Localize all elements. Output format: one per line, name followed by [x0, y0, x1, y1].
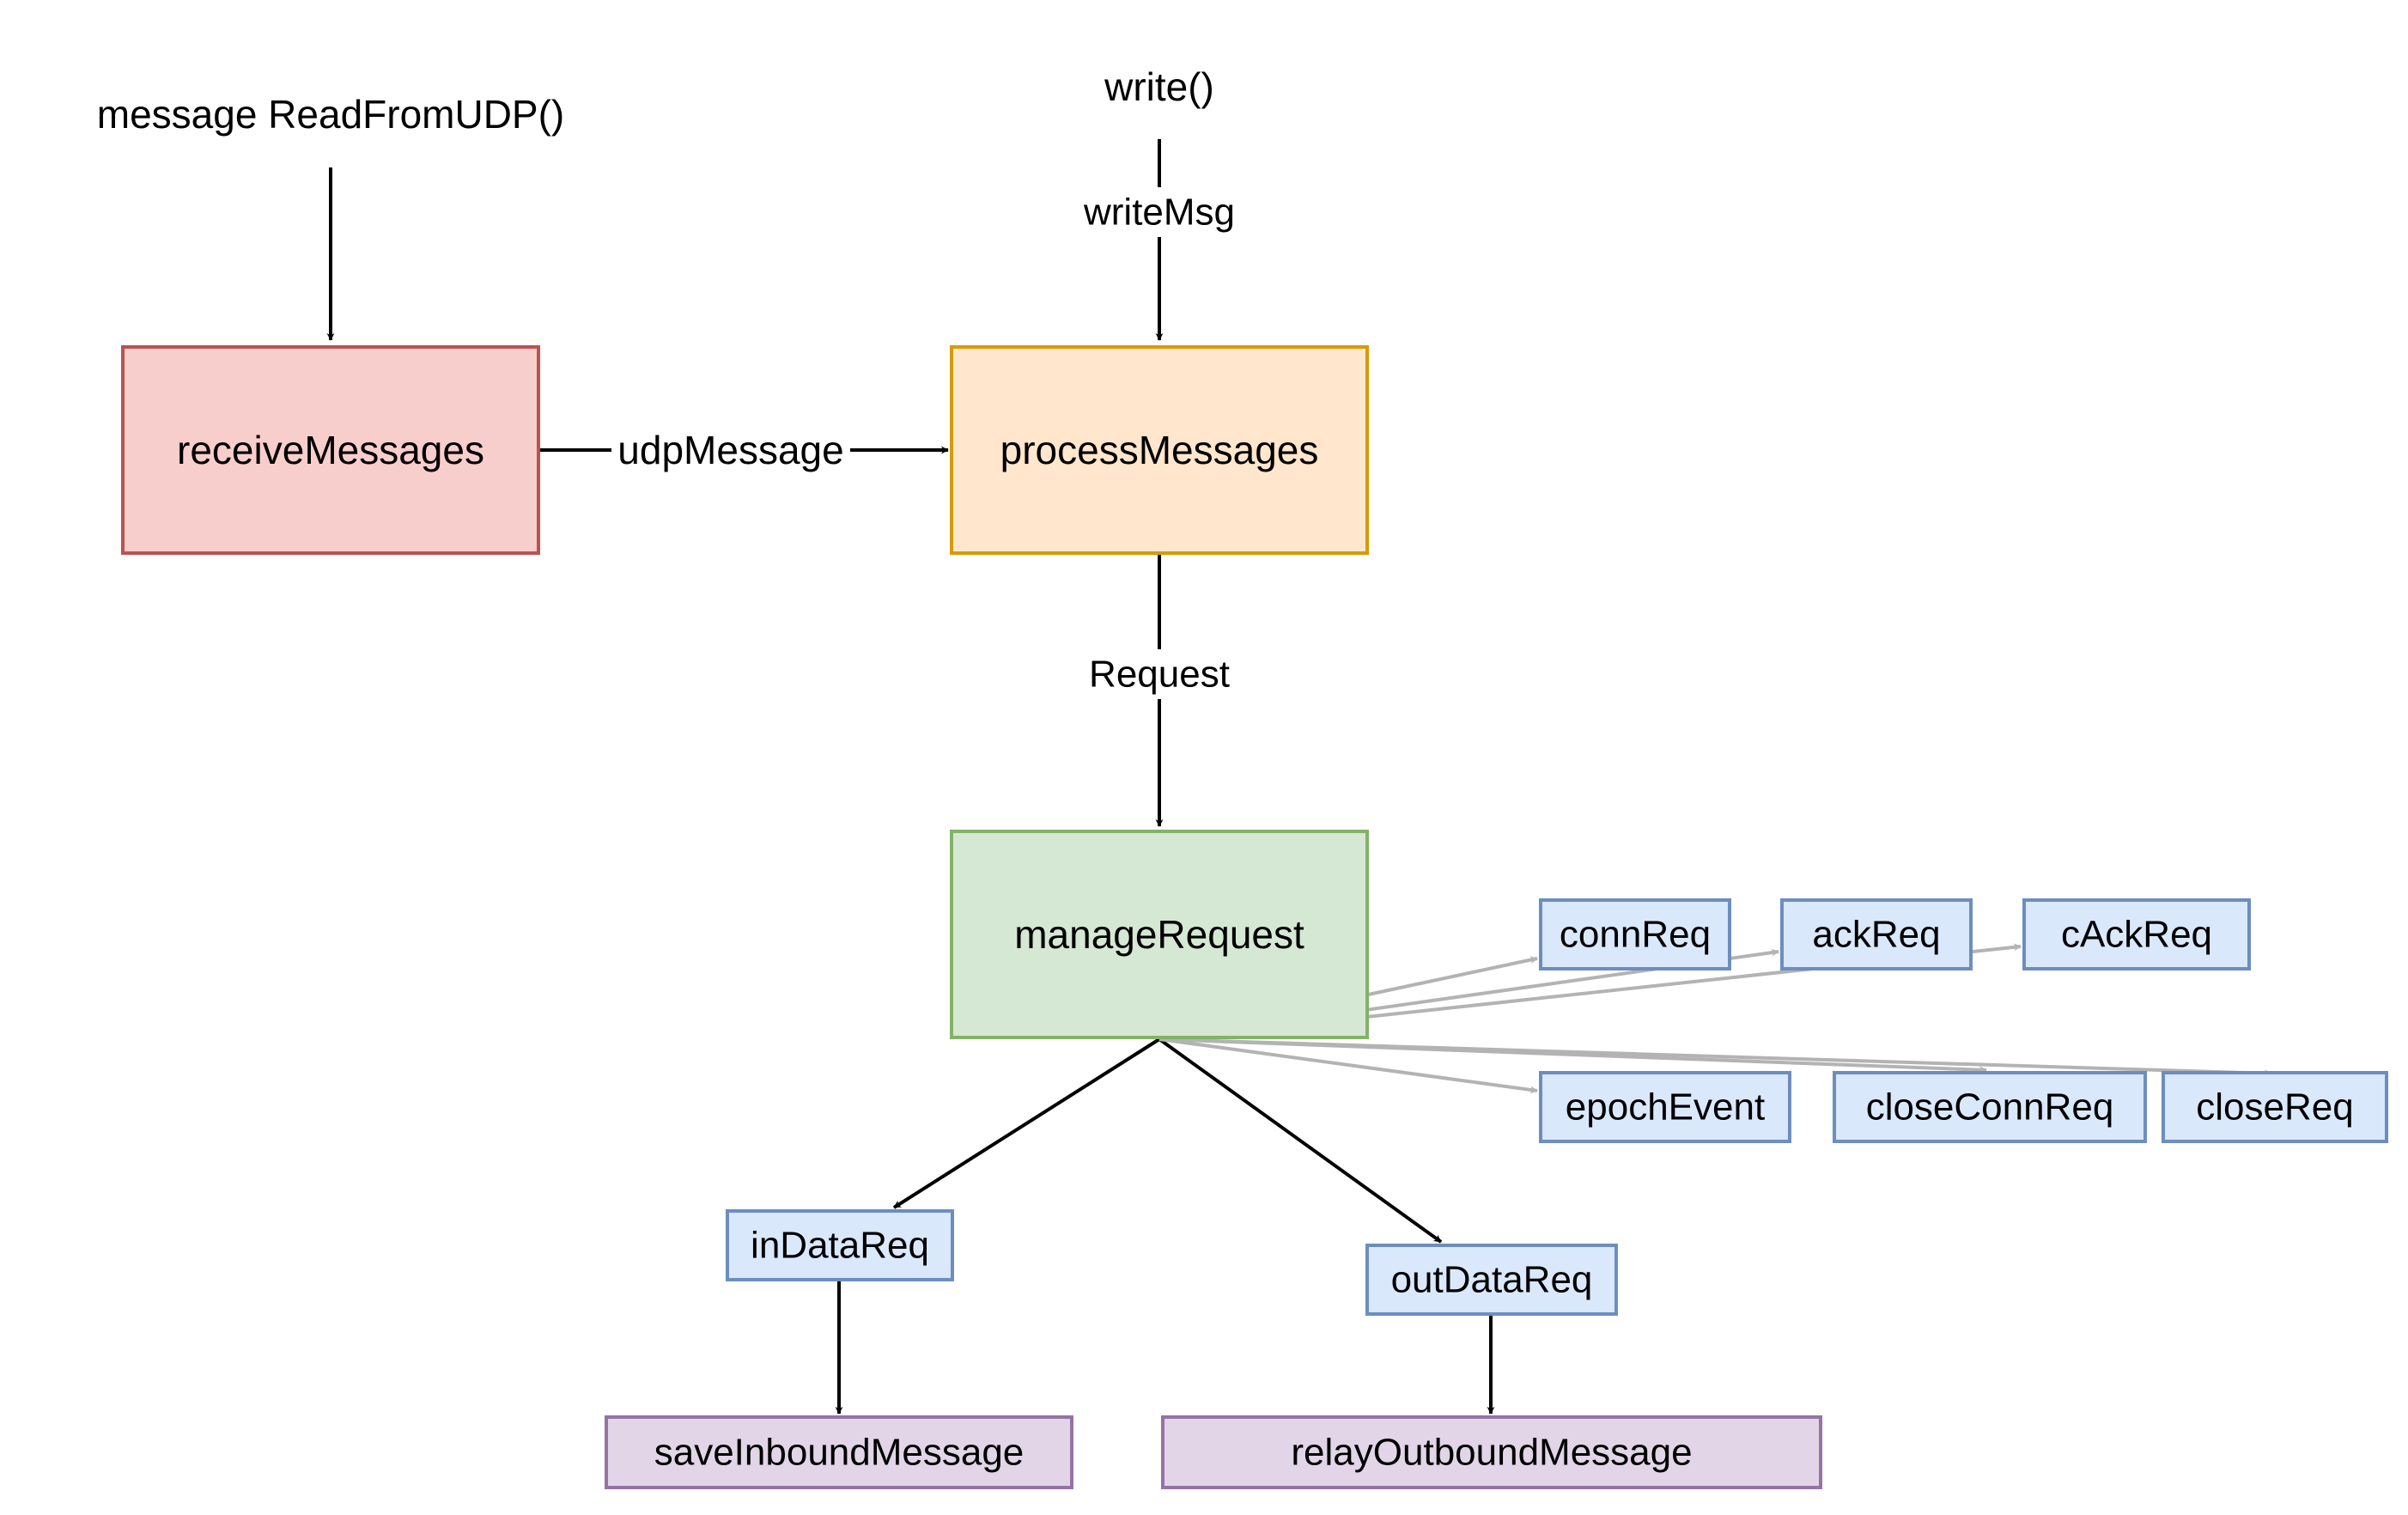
node-outdatareq: outDataReq — [1365, 1244, 1618, 1316]
node-connreq: connReq — [1539, 898, 1731, 970]
node-receive-messages: receiveMessages — [121, 345, 540, 555]
source-write: write() — [1104, 64, 1214, 109]
node-manage-request: manageRequest — [950, 830, 1369, 1039]
svg-text:epochEvent: epochEvent — [1566, 1086, 1765, 1129]
edge-manage-to-outdatareq — [1158, 1037, 1443, 1244]
node-epochevent: epochEvent — [1539, 1071, 1791, 1143]
edge-manage-to-closereq — [1158, 1037, 2272, 1078]
node-save-inbound-message: saveInboundMessage — [605, 1415, 1073, 1489]
svg-text:udpMessage: udpMessage — [617, 428, 843, 472]
node-closeconnreq: closeConnReq — [1833, 1071, 2147, 1143]
svg-text:closeReq: closeReq — [2196, 1086, 2353, 1129]
svg-text:manageRequest: manageRequest — [1014, 912, 1304, 957]
edge-label-request: Request — [1080, 649, 1238, 699]
svg-text:outDataReq: outDataReq — [1391, 1259, 1593, 1301]
edge-label-writemsg: writeMsg — [1069, 187, 1250, 237]
svg-text:receiveMessages: receiveMessages — [177, 428, 484, 472]
svg-text:writeMsg: writeMsg — [1083, 192, 1235, 234]
edge-manage-to-indatareq — [892, 1037, 1161, 1209]
source-read-from-udp: message ReadFromUDP() — [97, 92, 564, 137]
edge-manage-to-epochevent — [1158, 1037, 1538, 1094]
svg-text:Request: Request — [1089, 654, 1230, 696]
svg-text:inDataReq: inDataReq — [751, 1225, 929, 1267]
node-process-messages: processMessages — [950, 345, 1369, 555]
svg-text:cAckReq: cAckReq — [2061, 914, 2212, 956]
svg-text:ackReq: ackReq — [1812, 914, 1940, 956]
svg-text:connReq: connReq — [1560, 914, 1711, 956]
svg-text:relayOutboundMessage: relayOutboundMessage — [1291, 1432, 1692, 1474]
svg-text:closeConnReq: closeConnReq — [1866, 1086, 2114, 1129]
node-indatareq: inDataReq — [726, 1209, 954, 1281]
svg-text:saveInboundMessage: saveInboundMessage — [654, 1432, 1025, 1474]
node-closereq: closeReq — [2162, 1071, 2388, 1143]
node-relay-outbound-message: relayOutboundMessage — [1161, 1415, 1822, 1489]
node-ackreq: ackReq — [1780, 898, 1973, 970]
svg-text:processMessages: processMessages — [1000, 428, 1319, 472]
edge-label-udpmessage: udpMessage — [611, 425, 850, 475]
node-cackreq: cAckReq — [2022, 898, 2251, 970]
